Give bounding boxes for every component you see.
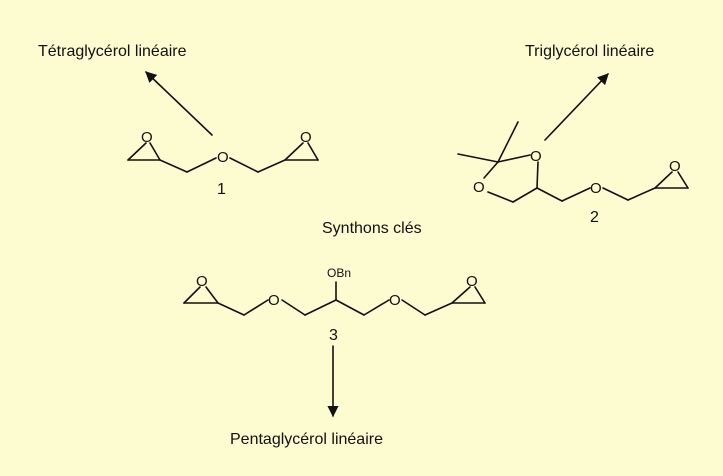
atom-oxygen: O bbox=[590, 180, 602, 197]
arrow-to-tetraglycerol bbox=[145, 71, 213, 136]
bond bbox=[474, 286, 486, 304]
atom-oxygen: O bbox=[300, 129, 312, 146]
bond bbox=[602, 187, 629, 201]
label-pentaglycerol: Pentaglycérol linéaire bbox=[230, 431, 383, 448]
bond bbox=[304, 299, 337, 316]
bond bbox=[561, 187, 591, 202]
bond bbox=[424, 302, 453, 316]
compound-1-structure: O O O bbox=[127, 129, 319, 173]
atom-oxygen: O bbox=[217, 149, 229, 166]
bond bbox=[401, 299, 426, 316]
bond bbox=[217, 302, 245, 316]
bond bbox=[627, 187, 656, 201]
label-triglycerol: Triglycérol linéaire bbox=[525, 43, 654, 60]
bond bbox=[281, 299, 306, 316]
bond bbox=[363, 299, 390, 316]
label-tetraglycerol: Tétraglycérol linéaire bbox=[38, 43, 187, 60]
bond bbox=[512, 187, 538, 203]
bond bbox=[497, 154, 531, 163]
label-key-synthons: Synthons clés bbox=[322, 220, 422, 237]
bond bbox=[243, 299, 269, 316]
bond bbox=[457, 153, 499, 163]
bond bbox=[159, 159, 188, 173]
compound-3-number: 3 bbox=[329, 327, 338, 344]
atom-oxygen: O bbox=[473, 179, 485, 196]
compound-1-number: 1 bbox=[217, 181, 226, 198]
bond bbox=[536, 187, 563, 202]
bond bbox=[451, 286, 471, 304]
bond bbox=[487, 191, 514, 203]
bond bbox=[205, 286, 219, 304]
atom-obn: OBn bbox=[327, 266, 351, 280]
atom-oxygen: O bbox=[669, 158, 681, 175]
compound-2-structure: O O O O bbox=[457, 121, 689, 203]
compound-3-structure: O O O O OBn bbox=[183, 266, 486, 316]
atom-oxygen: O bbox=[466, 273, 478, 290]
compound-2-number: 2 bbox=[590, 209, 599, 226]
bond bbox=[149, 142, 161, 161]
bond bbox=[257, 159, 286, 173]
bond bbox=[183, 286, 201, 304]
bond bbox=[677, 171, 689, 189]
bond bbox=[229, 157, 259, 173]
atom-oxygen: O bbox=[268, 292, 280, 309]
atom-oxygen: O bbox=[141, 129, 153, 146]
bond bbox=[127, 142, 147, 161]
bond bbox=[483, 161, 499, 179]
bond bbox=[335, 299, 365, 316]
arrow-to-triglycerol bbox=[544, 73, 609, 141]
bond bbox=[186, 157, 217, 173]
atom-oxygen: O bbox=[530, 148, 542, 165]
bond bbox=[654, 171, 673, 189]
bond bbox=[284, 142, 304, 161]
atom-oxygen: O bbox=[196, 273, 208, 290]
atom-oxygen: O bbox=[389, 292, 401, 309]
bond bbox=[497, 121, 519, 163]
bond bbox=[536, 161, 539, 189]
bond bbox=[307, 142, 319, 161]
